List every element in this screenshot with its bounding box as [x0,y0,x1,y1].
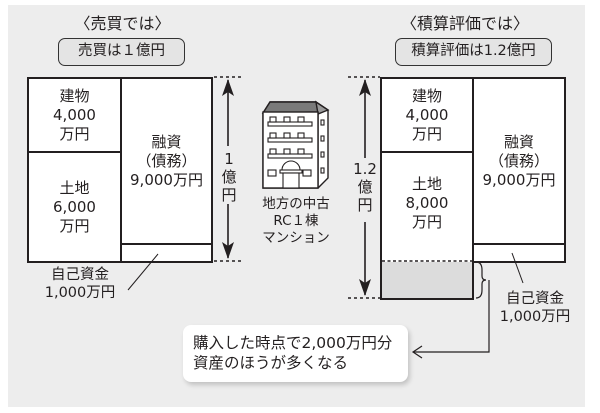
left-total-1: 1 [224,150,234,168]
right-total-3: 円 [357,196,373,214]
left-building-cell: 建物 4,000 万円 [27,77,122,153]
left-land-cell: 土地 6,000 万円 [27,151,122,263]
center-caption: 地方の中古 RC１棟 マンション [246,196,346,247]
right-total-arrow [348,76,380,299]
left-total-arrow [214,76,244,262]
left-equity-amount: 1,000万円 [44,285,116,301]
left-heading: 〈売買では〉 [74,14,171,33]
left-land-unit: 万円 [59,216,90,235]
callout-connector [414,280,490,353]
left-loan-name: 融資 [151,132,182,151]
excess-brace [475,261,487,299]
center-line3: マンション [262,230,330,246]
right-land-unit: 万円 [411,213,442,231]
left-loan-cell: 融資 （債務） 9,000万円 [120,77,213,245]
callout-arrow-icon [411,345,423,359]
right-equity-note: 自己資金 1,000万円 [495,290,575,326]
left-equity-label: 自己資金 [51,267,109,283]
right-loan-sub: （債務） [488,151,549,170]
center-line1: 地方の中古 [262,196,330,212]
right-equity-label: 自己資金 [506,291,564,307]
right-loan-name: 融資 [503,132,534,151]
right-total-label: 1.2 億 円 [351,160,379,214]
right-heading: 〈積算評価では〉 [400,14,529,33]
right-pill: 積算評価は1.2億円 [395,38,552,66]
callout-line1: 購入した時点で2,000万円分 [193,334,393,352]
right-land-name: 土地 [411,175,442,193]
left-land-name: 土地 [59,178,90,197]
apartment-building-icon [261,100,330,189]
center-line2: RC１棟 [273,213,319,229]
right-loan-cell: 融資 （債務） 9,000万円 [472,77,566,245]
left-equity-leader [127,253,159,291]
left-building-name: 建物 [59,86,90,105]
right-loan-amount: 9,000万円 [482,170,556,189]
left-total-label: 1 億 円 [219,150,239,204]
right-building-amount: 4,000 [405,105,449,124]
left-total-3: 円 [221,186,237,204]
left-total-2: 億 [221,168,237,186]
callout-line2: 資産のほうが多くなる [193,354,349,372]
left-equity-note: 自己資金 1,000万円 [40,266,120,302]
right-equity-leader [511,252,524,284]
right-total-1: 1.2 [353,160,377,178]
right-land-amount: 8,000 [405,194,449,212]
right-building-name: 建物 [411,86,442,105]
right-building-unit: 万円 [411,124,442,143]
right-building-cell: 建物 4,000 万円 [380,77,474,153]
right-equity-amount: 1,000万円 [499,309,571,325]
left-equity-cell [120,243,213,263]
callout-box: 購入した時点で2,000万円分 資産のほうが多くなる [183,325,408,382]
left-loan-amount: 9,000万円 [130,170,203,189]
right-excess-asset-area [382,262,472,298]
left-loan-sub: （債務） [136,151,197,170]
left-building-amount: 4,000 [53,105,96,124]
left-land-amount: 6,000 [53,197,96,216]
right-total-2: 億 [357,178,373,196]
left-building-unit: 万円 [59,124,90,143]
right-equity-cell [472,243,566,263]
left-pill: 売買は１億円 [58,38,185,66]
